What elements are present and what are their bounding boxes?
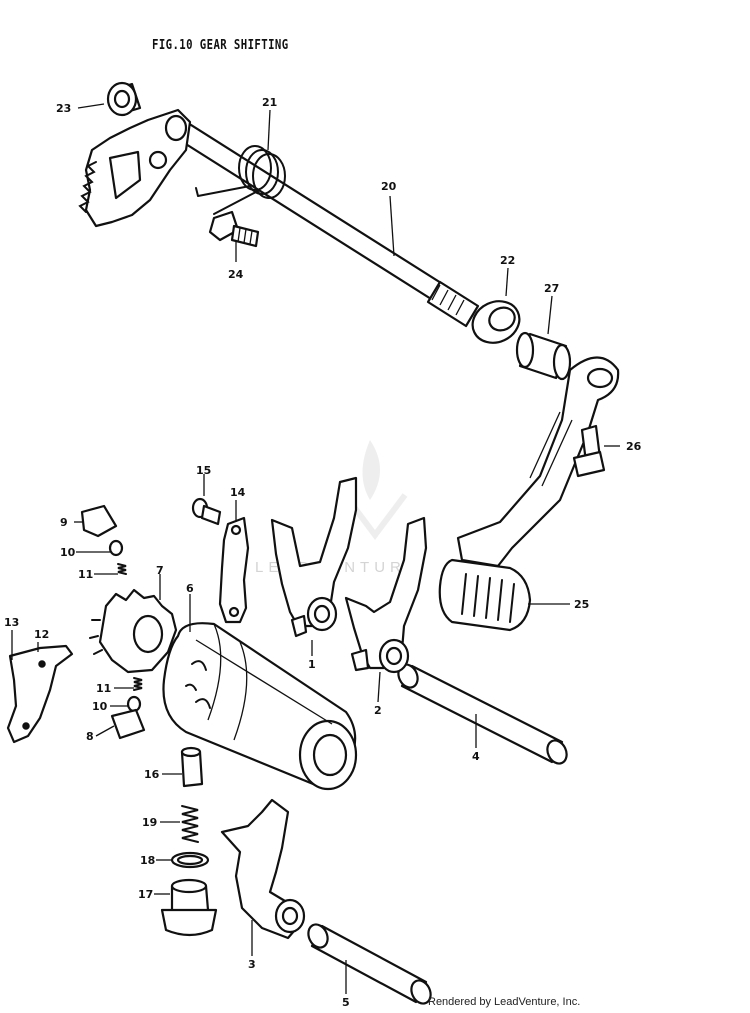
label-5: 5 [342,996,350,1009]
part-11-spring-lower [133,677,143,691]
label-10-lower: 10 [92,700,108,713]
part-11-spring-upper [117,563,127,575]
label-3: 3 [248,958,256,971]
label-24: 24 [228,268,244,281]
figure-title: FIG.10 GEAR SHIFTING [152,38,289,53]
render-credit: Rendered by LeadVenture, Inc. [428,996,581,1008]
part-9-drum-stopper [80,504,118,538]
callout-labels: 23 21 20 24 22 27 26 25 15 14 9 10 11 7 … [4,96,642,1009]
part-3-shift-fork [220,798,306,940]
label-12: 12 [34,628,49,641]
label-7: 7 [156,564,164,577]
leader-lines [11,103,620,994]
part-22-oil-seal [471,300,521,344]
label-8: 8 [86,730,94,743]
label-2: 2 [374,704,382,717]
label-17: 17 [138,888,153,901]
part-16-neutral-contact [180,746,204,788]
part-15-stopper-bolt [191,497,222,526]
part-17-neutral-plug [160,878,218,937]
label-1: 1 [308,658,316,671]
label-6: 6 [186,582,194,595]
part-7-shift-cam-gear [89,588,178,674]
part-27-spacer [515,331,572,381]
label-21: 21 [262,96,277,109]
label-13: 13 [4,616,19,629]
part-18-o-ring [170,851,210,869]
part-6-shift-drum [162,622,358,791]
part-1-shift-fork [270,476,358,638]
part-14-stopper-arm [218,516,250,624]
label-4: 4 [472,750,480,763]
label-18: 18 [140,854,155,867]
label-11-lower: 11 [96,682,111,695]
part-2-shift-fork [344,516,428,674]
label-9: 9 [60,516,68,529]
part-26-lever-bolt [572,424,606,478]
part-5-fork-shaft [307,923,432,1005]
part-25-shift-lever [438,356,620,632]
part-20-shift-arm [78,108,192,228]
part-24-stopper-bolt [208,210,260,248]
label-19: 19 [142,816,157,829]
label-15: 15 [196,464,211,477]
part-10-cam-pin-lower [126,695,142,713]
part-4-fork-shaft [397,663,568,765]
label-26: 26 [626,440,642,453]
label-11-upper: 11 [78,568,93,581]
label-27: 27 [544,282,559,295]
label-23: 23 [56,102,71,115]
part-12-stopper-plate [6,644,74,744]
part-23-collar [106,81,142,117]
part-10-cam-pin-upper [108,539,124,557]
label-22: 22 [500,254,515,267]
label-14: 14 [230,486,246,499]
label-20: 20 [381,180,397,193]
label-25: 25 [574,598,589,611]
label-10-upper: 10 [60,546,76,559]
part-19-contact-spring [181,805,199,843]
part-8-stopper-plate [110,708,146,740]
label-16: 16 [144,768,160,781]
part-21-return-spring [195,145,286,215]
